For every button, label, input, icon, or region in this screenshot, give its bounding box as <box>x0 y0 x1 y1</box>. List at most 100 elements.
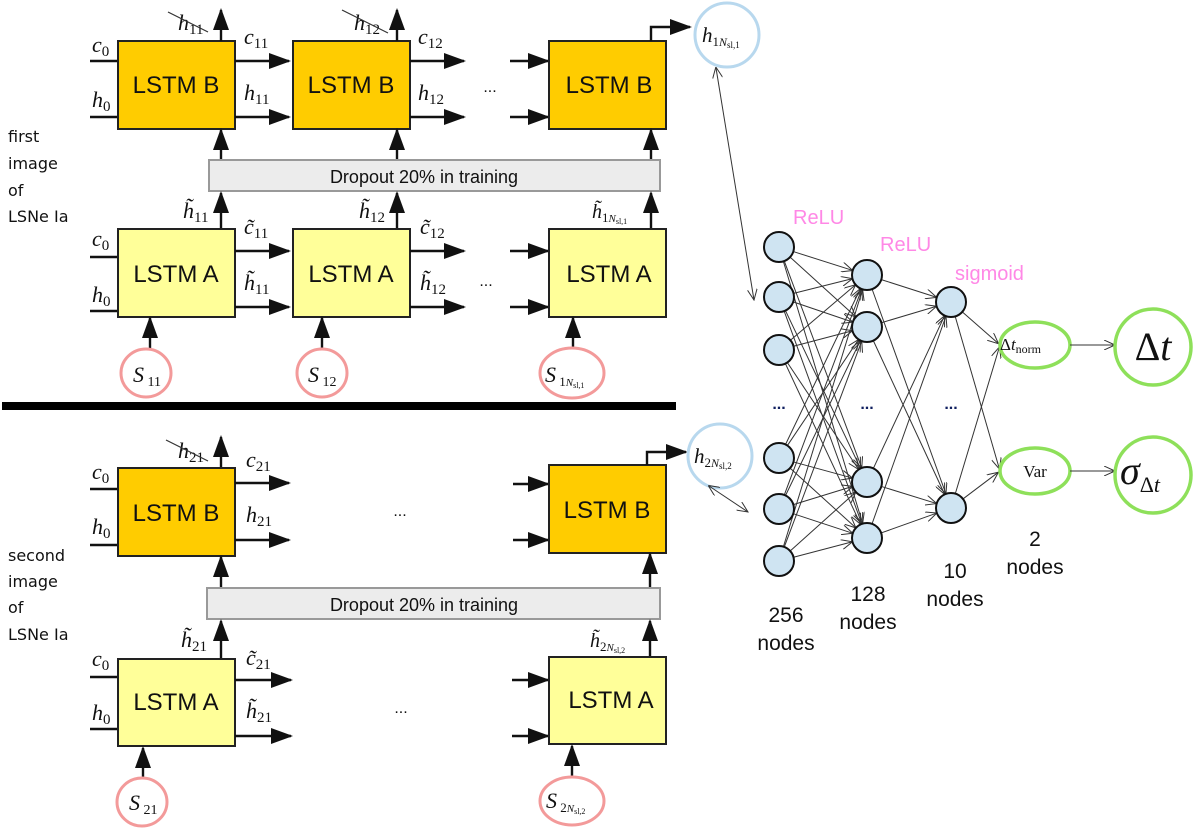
dropout-label: Dropout 20% in training <box>330 167 518 187</box>
h-tilde-21-up-label: h̃21 <box>181 627 207 655</box>
result-node-dt: Δt <box>1113 307 1193 387</box>
c0-label: c0 <box>92 646 109 674</box>
nn-nodes <box>763 231 967 577</box>
result-node-sigma: σΔt <box>1113 435 1193 515</box>
layer1-node <box>763 281 795 313</box>
lstm-a-label: LSTM A <box>566 261 651 288</box>
layer1-activation: ReLU <box>793 207 844 229</box>
second-lstm-a-cell-1: h̃21 c0 h0 LSTM A c̃21 h̃21 S 21 <box>90 627 293 828</box>
lstm-b-label: LSTM B <box>566 72 653 99</box>
var-label: Var <box>1023 462 1047 481</box>
lstm-a-label: LSTM A <box>133 689 218 716</box>
image-separator <box>2 402 676 410</box>
nn-edge <box>783 289 861 496</box>
c12-label: c12 <box>418 24 443 52</box>
nn-edge <box>793 279 853 294</box>
nn-edge <box>954 316 999 469</box>
nn-edge <box>881 279 936 298</box>
h0-label: h0 <box>92 87 111 115</box>
h-tilde-2nsl2-label: h̃2Nsl,2 <box>590 628 625 655</box>
layer1-node <box>763 231 795 263</box>
layer3-node <box>935 286 967 318</box>
lstm-a-box <box>548 656 667 745</box>
second-lstm-a-cell-last: h̃2Nsl,2 LSTM A S 2Nsl,2 <box>512 628 667 827</box>
nn-edge <box>880 513 937 534</box>
nn-edge <box>789 467 856 528</box>
nn-edge <box>881 485 936 503</box>
lstm-b-box <box>117 467 236 557</box>
input-node-s1nsl1 <box>538 346 606 400</box>
nn-edge <box>784 310 860 469</box>
h-tilde-12-label: h̃12 <box>420 270 446 298</box>
layer1-count: 256 <box>768 604 803 627</box>
second-final-hidden-node: h2Nsl,2 <box>686 422 754 490</box>
nn-edge <box>962 472 998 500</box>
h-tilde-11-label: h̃11 <box>244 270 269 298</box>
lstm-b-box <box>548 40 667 130</box>
output-node-dt-norm: Δtnorm <box>998 320 1072 370</box>
first-lstm-a-cell-last: h̃1Nsl,1 LSTM A S 1Nsl,1 <box>510 199 667 400</box>
first-lstm-b-cell-last: LSTM B <box>510 19 692 130</box>
nn-edge <box>783 260 861 468</box>
first-dropout-bar: Dropout 20% in training <box>208 128 661 229</box>
side-label-line: of <box>8 181 24 200</box>
side-label-line: image <box>8 154 58 173</box>
c0-label: c0 <box>92 226 109 254</box>
layer2-node <box>851 259 883 291</box>
h-tilde-11-up-label: h̃11 <box>183 198 208 226</box>
h21-label: h21 <box>246 502 272 530</box>
h12-struck-label: h12 <box>354 10 380 38</box>
h-tilde-1nsl1-label: h̃1Nsl,1 <box>592 199 627 226</box>
dt-result-label: Δt <box>1135 324 1173 369</box>
lstm-b-box <box>292 40 411 130</box>
input-node-s11 <box>119 347 173 399</box>
ellipsis: ... <box>394 700 407 717</box>
side-label-line: second <box>8 546 65 565</box>
lstm-a-label: LSTM A <box>133 261 218 288</box>
layer1-node <box>763 442 795 474</box>
c11-label: c11 <box>244 24 268 52</box>
nn-edge <box>954 347 999 494</box>
lstm-b-label: LSTM B <box>564 497 651 524</box>
layer2-activation: ReLU <box>880 234 931 256</box>
nn-edge <box>789 256 856 317</box>
h0-label: h0 <box>92 514 111 542</box>
layer2-ellipsis: ... <box>860 396 873 413</box>
nn-edge <box>793 513 853 534</box>
layer4-count: 2 <box>1029 528 1041 551</box>
layer1-node <box>763 545 795 577</box>
c21-label: c21 <box>246 447 271 475</box>
nn-edge <box>783 341 861 548</box>
nn-edge <box>872 316 944 469</box>
nn-edge <box>872 340 944 495</box>
layer1-node <box>763 334 795 366</box>
nn-edge <box>793 251 852 271</box>
layer2-node <box>851 311 883 343</box>
ellipsis: ... <box>393 503 406 520</box>
layer2-count: 128 <box>850 583 885 606</box>
nn-edge <box>790 285 855 341</box>
nn-edge <box>871 316 946 525</box>
nn-edge <box>785 289 861 445</box>
c0-label: c0 <box>92 32 109 60</box>
layer3-node <box>935 492 967 524</box>
lstm-a-box <box>292 228 411 318</box>
h11-label: h11 <box>244 80 269 108</box>
side-label-line: LSNe Ia <box>8 207 69 226</box>
nn-edge <box>961 311 998 344</box>
layer2-node <box>851 522 883 554</box>
c-tilde-21-label: c̃21 <box>246 645 271 673</box>
input-node-s2nsl2 <box>538 775 606 827</box>
nn-edge <box>793 461 852 478</box>
lstm-b-box <box>548 464 667 554</box>
first-lstm-b-cell-2: LSTM B h12 c12 h12 <box>292 8 466 130</box>
layer3-ellipsis: ... <box>944 396 957 413</box>
h0-label: h0 <box>92 700 111 728</box>
side-label-line: first <box>8 127 39 146</box>
side-label-line: LSNe Ia <box>8 625 69 644</box>
layer3-count: 10 <box>943 560 966 583</box>
nn-edge <box>789 492 856 552</box>
first-final-hidden-node: h1Nsl,1 <box>693 1 761 69</box>
side-label-line: image <box>8 572 58 591</box>
